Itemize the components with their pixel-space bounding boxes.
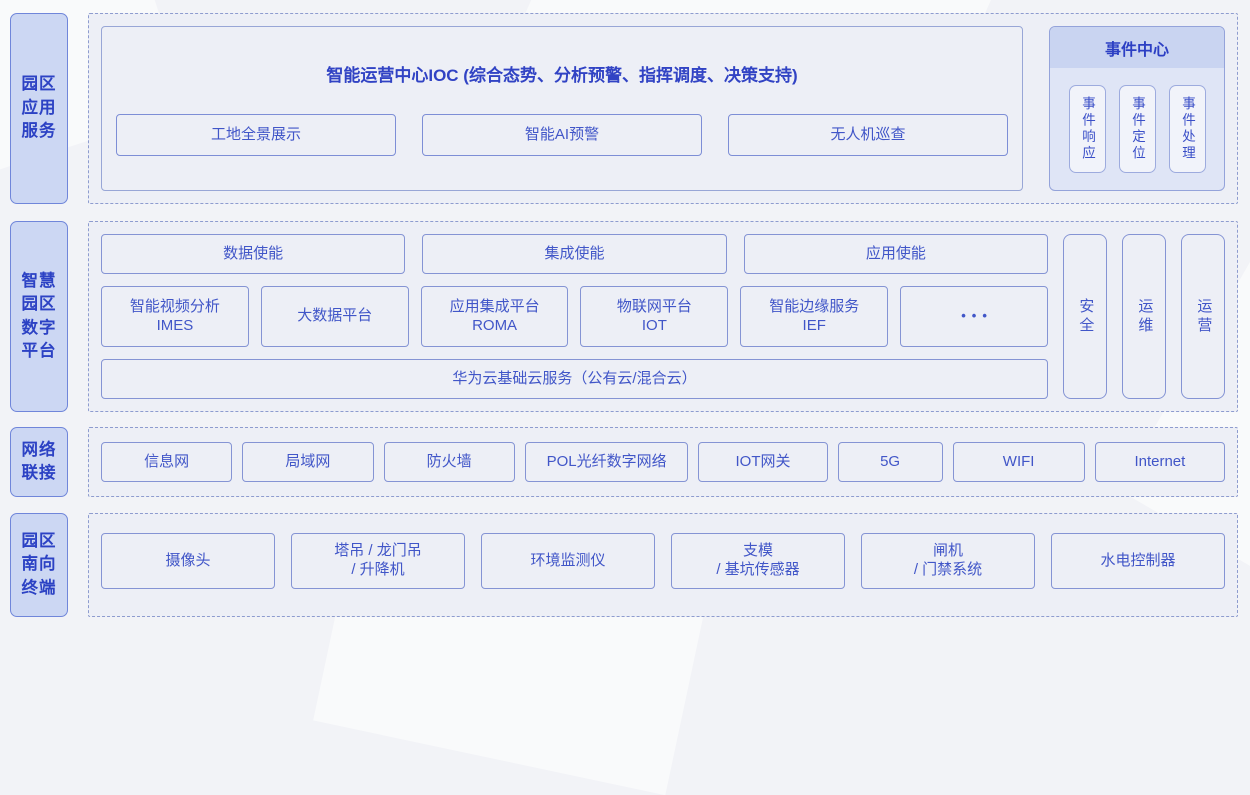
network-internet: Internet <box>1094 442 1226 482</box>
platform-ief: 智能边缘服务 IEF <box>740 286 889 347</box>
terminal-tower-crane: 塔吊 / 龙门吊 / 升降机 <box>291 533 465 589</box>
layer-digital-platform: 智慧 园区 数字 平台 数据使能 集成使能 应用使能 智能视频分析 IMES 大… <box>10 221 1238 412</box>
enablement-row: 数据使能 集成使能 应用使能 <box>101 234 1048 274</box>
layer-network: 网络 联接 信息网 局域网 防火墙 POL光纤数字网络 IOT网关 5G WIF… <box>10 427 1238 497</box>
enablement-integration: 集成使能 <box>422 234 727 274</box>
huawei-cloud-base: 华为云基础云服务（公有云/混合云） <box>101 359 1048 399</box>
ops-operation: 运营 <box>1181 234 1225 399</box>
network-pol-fiber: POL光纤数字网络 <box>524 442 689 482</box>
ioc-item-drone-patrol: 无人机巡查 <box>728 114 1008 156</box>
ops-security: 安全 <box>1063 234 1107 399</box>
terminal-env-monitor: 环境监测仪 <box>481 533 655 589</box>
network-info-net: 信息网 <box>101 442 233 482</box>
platform-roma: 应用集成平台 ROMA <box>420 286 569 347</box>
platform-main-area: 数据使能 集成使能 应用使能 智能视频分析 IMES 大数据平台 应用集成平台 … <box>101 234 1048 399</box>
ioc-title: 智能运营中心IOC (综合态势、分析预警、指挥调度、决策支持) <box>326 66 798 85</box>
event-item-handling: 事件处理 <box>1168 85 1206 173</box>
event-center-body: 事件响应 事件定位 事件处理 <box>1050 68 1224 190</box>
terminal-camera: 摄像头 <box>101 533 275 589</box>
network-firewall: 防火墙 <box>383 442 515 482</box>
layer-app-services: 园区 应用 服务 智能运营中心IOC (综合态势、分析预警、指挥调度、决策支持)… <box>10 13 1238 204</box>
ioc-item-ai-alert: 智能AI预警 <box>422 114 702 156</box>
sidebar-label-terminals: 园区 南向 终端 <box>10 513 68 617</box>
platform-iot: 物联网平台 IOT <box>580 286 729 347</box>
event-center-box: 事件中心 事件响应 事件定位 事件处理 <box>1049 26 1225 191</box>
network-5g: 5G <box>837 442 943 482</box>
platform-video-analysis-imes: 智能视频分析 IMES <box>101 286 249 347</box>
ioc-box: 智能运营中心IOC (综合态势、分析预警、指挥调度、决策支持) 工地全景展示 智… <box>101 26 1023 191</box>
platform-more-ellipsis: ••• <box>900 286 1048 347</box>
terminal-utility-controller: 水电控制器 <box>1051 533 1225 589</box>
terminal-gate-access: 闸机 / 门禁系统 <box>861 533 1035 589</box>
ioc-item-site-panorama: 工地全景展示 <box>116 114 396 156</box>
app-services-panel: 智能运营中心IOC (综合态势、分析预警、指挥调度、决策支持) 工地全景展示 智… <box>88 13 1238 204</box>
event-center-title: 事件中心 <box>1050 27 1224 68</box>
terminals-panel: 摄像头 塔吊 / 龙门吊 / 升降机 环境监测仪 支模 / 基坑传感器 闸机 /… <box>88 513 1238 617</box>
digital-platform-panel: 数据使能 集成使能 应用使能 智能视频分析 IMES 大数据平台 应用集成平台 … <box>88 221 1238 412</box>
sidebar-label-digital-platform: 智慧 园区 数字 平台 <box>10 221 68 412</box>
architecture-diagram: 园区 应用 服务 智能运营中心IOC (综合态势、分析预警、指挥调度、决策支持)… <box>10 13 1238 617</box>
enablement-data: 数据使能 <box>101 234 406 274</box>
sidebar-label-network: 网络 联接 <box>10 427 68 497</box>
layer-terminals: 园区 南向 终端 摄像头 塔吊 / 龙门吊 / 升降机 环境监测仪 支模 / 基… <box>10 513 1238 617</box>
network-lan: 局域网 <box>242 442 374 482</box>
enablement-application: 应用使能 <box>743 234 1048 274</box>
sidebar-label-app-services: 园区 应用 服务 <box>10 13 68 204</box>
network-iot-gateway: IOT网关 <box>698 442 828 482</box>
platforms-row: 智能视频分析 IMES 大数据平台 应用集成平台 ROMA 物联网平台 IOT … <box>101 286 1048 347</box>
network-wifi: WIFI <box>952 442 1085 482</box>
network-panel: 信息网 局域网 防火墙 POL光纤数字网络 IOT网关 5G WIFI Inte… <box>88 427 1238 497</box>
ioc-items: 工地全景展示 智能AI预警 无人机巡查 <box>116 114 1008 156</box>
ops-maintenance: 运维 <box>1122 234 1166 399</box>
event-item-response: 事件响应 <box>1068 85 1106 173</box>
terminal-formwork-pit-sensor: 支模 / 基坑传感器 <box>671 533 845 589</box>
platform-big-data: 大数据平台 <box>260 286 409 347</box>
event-item-location: 事件定位 <box>1118 85 1156 173</box>
